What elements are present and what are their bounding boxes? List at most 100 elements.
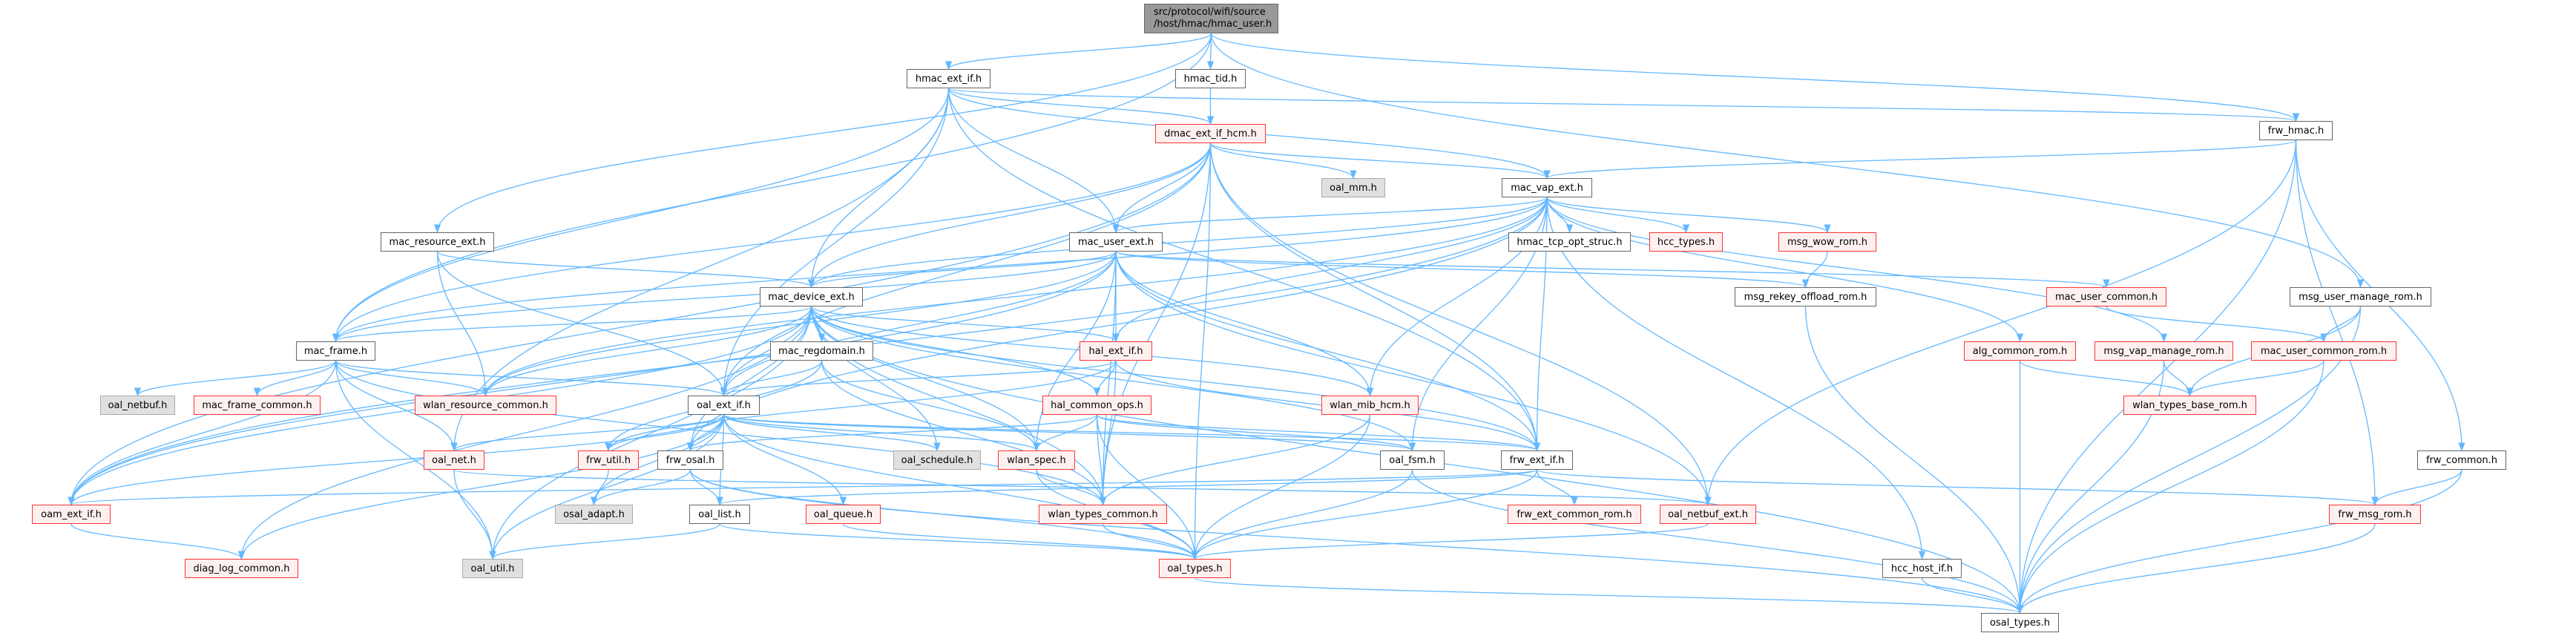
- include-edge-frw-ext-if-to-frw-ext-common-rom: [1536, 469, 1578, 506]
- include-edge-wlan-spec-to-wlan-types-common: [1036, 469, 1107, 506]
- file-node-mac-user-common[interactable]: mac_user_common.h: [2046, 287, 2166, 306]
- file-node-mac-vap-ext[interactable]: mac_vap_ext.h: [1502, 178, 1592, 197]
- include-edge-frw-osal-to-oal-list: [689, 469, 723, 506]
- include-edge-mac-resource-ext-to-wlan-resource-common: [436, 251, 490, 397]
- file-node-hal-ext-if[interactable]: hal_ext_if.h: [1080, 341, 1152, 361]
- file-node-msg-user-manage-rom[interactable]: msg_user_manage_rom.h: [2290, 287, 2431, 306]
- include-edge-dmac-ext-if-hcm-to-oal-types: [1191, 142, 1212, 560]
- include-edge-oal-types-to-osal-types: [1194, 577, 2023, 614]
- include-edge-oal-ext-if-to-diag-log-common: [237, 414, 725, 560]
- file-node-oam-ext-if[interactable]: oam_ext_if.h: [32, 505, 111, 524]
- file-node-oal-list[interactable]: oal_list.h: [689, 505, 750, 524]
- include-edge-root-to-mac-frame: [332, 33, 1212, 343]
- file-node-wlan-spec[interactable]: wlan_spec.h: [998, 450, 1075, 470]
- include-edge-oal-fsm-to-osal-types: [1411, 469, 2024, 614]
- file-node-mac-frame-common[interactable]: mac_frame_common.h: [194, 396, 321, 415]
- include-edge-mac-vap-ext-to-alg-common-rom: [1546, 197, 2024, 343]
- file-node-msg-wow-rom[interactable]: msg_wow_rom.h: [1778, 232, 1876, 252]
- include-edge-mac-vap-ext-to-hcc-types: [1546, 197, 1690, 234]
- file-node-mac-user-common-rom[interactable]: mac_user_common_rom.h: [2251, 341, 2396, 361]
- file-node-msg-rekey-offload-rom[interactable]: msg_rekey_offload_rom.h: [1735, 287, 1876, 306]
- include-edge-mac-frame-to-oal-net: [335, 360, 458, 452]
- include-edge-mac-user-ext-to-frw-ext-if: [1115, 251, 1541, 452]
- include-edge-mac-vap-ext-to-mac-frame: [332, 197, 1548, 343]
- file-node-frw-ext-if[interactable]: frw_ext_if.h: [1501, 450, 1573, 470]
- file-node-frw-msg-rom[interactable]: frw_msg_rom.h: [2329, 505, 2421, 524]
- file-node-osal-adapt[interactable]: osal_adapt.h: [555, 505, 633, 524]
- include-edge-dmac-ext-if-hcm-to-mac-frame: [332, 142, 1212, 343]
- include-edge-hal-ext-if-to-hal-common-ops: [1093, 360, 1117, 397]
- file-node-hcc-host-if[interactable]: hcc_host_if.h: [1882, 559, 1962, 578]
- root-file-path-line1: src/protocol/wifi/source: [1154, 7, 1266, 18]
- file-node-mac-frame[interactable]: mac_frame.h: [296, 341, 375, 361]
- include-edge-frw-ext-if-to-frw-msg-rom: [1536, 469, 2379, 506]
- include-edge-frw-common-to-frw-msg-rom: [2371, 469, 2462, 506]
- include-edge-alg-common-rom-to-wlan-types-base-rom: [2019, 360, 2194, 397]
- file-node-frw-ext-common-rom[interactable]: frw_ext_common_rom.h: [1508, 505, 1641, 524]
- file-node-mac-device-ext[interactable]: mac_device_ext.h: [760, 287, 863, 306]
- file-node-diag-log-common[interactable]: diag_log_common.h: [185, 559, 298, 578]
- include-edge-oal-list-to-oal-types: [719, 523, 1198, 560]
- file-node-mac-user-ext[interactable]: mac_user_ext.h: [1069, 232, 1163, 252]
- include-edge-hmac-ext-if-to-oal-ext-if: [720, 88, 950, 397]
- file-node-oal-netbuf-ext[interactable]: oal_netbuf_ext.h: [1660, 505, 1756, 524]
- file-node-wlan-types-common[interactable]: wlan_types_common.h: [1039, 505, 1167, 524]
- include-edge-frw-ext-if-to-oal-list: [716, 469, 1538, 506]
- file-node-mac-resource-ext[interactable]: mac_resource_ext.h: [381, 232, 494, 252]
- file-node-frw-hmac[interactable]: frw_hmac.h: [2259, 121, 2333, 140]
- include-edge-hal-common-ops-to-wlan-types-common: [1096, 414, 1107, 506]
- include-edge-wlan-types-common-to-oal-types: [1102, 523, 1199, 560]
- include-edge-oal-ext-if-to-oal-fsm: [723, 414, 1416, 452]
- include-edge-msg-rekey-offload-rom-to-osal-types: [1804, 306, 2024, 614]
- file-node-oal-fsm[interactable]: oal_fsm.h: [1380, 450, 1445, 470]
- root-file-path-line2: /host/hmac/hmac_user.h: [1154, 19, 1272, 30]
- include-edge-mac-user-common-rom-to-wlan-types-base-rom: [2186, 360, 2324, 397]
- include-edge-oal-queue-to-oal-types: [842, 523, 1198, 560]
- include-edge-hmac-ext-if-to-frw-hmac: [947, 88, 2299, 122]
- file-node-frw-util[interactable]: frw_util.h: [578, 450, 639, 470]
- include-edge-msg-wow-rom-to-msg-rekey-offload-rom: [1801, 251, 1828, 289]
- include-edge-hal-ext-if-to-oal-ext-if: [720, 360, 1117, 397]
- file-node-hcc-types[interactable]: hcc_types.h: [1649, 232, 1723, 252]
- file-node-msg-vap-manage-rom[interactable]: msg_vap_manage_rom.h: [2094, 341, 2233, 361]
- file-node-hmac-tid[interactable]: hmac_tid.h: [1175, 69, 1246, 88]
- include-edge-oal-ext-if-to-frw-util: [605, 414, 725, 452]
- include-edge-mac-resource-ext-to-mac-device-ext: [436, 251, 815, 289]
- file-node-oal-net[interactable]: oal_net.h: [424, 450, 484, 470]
- file-node-alg-common-rom[interactable]: alg_common_rom.h: [1964, 341, 2076, 361]
- file-node-wlan-types-base-rom[interactable]: wlan_types_base_rom.h: [2123, 396, 2256, 415]
- file-node-frw-common[interactable]: frw_common.h: [2417, 450, 2506, 470]
- root-file-node[interactable]: src/protocol/wifi/source /host/hmac/hmac…: [1144, 4, 1278, 33]
- include-edge-mac-device-ext-to-frw-ext-if: [810, 306, 1541, 452]
- include-edge-dmac-ext-if-hcm-to-wlan-types-common: [1099, 142, 1212, 506]
- include-edge-mac-user-ext-to-oam-ext-if: [68, 251, 1117, 506]
- file-node-wlan-resource-common[interactable]: wlan_resource_common.h: [415, 396, 556, 415]
- file-node-oal-schedule[interactable]: oal_schedule.h: [893, 450, 981, 470]
- file-node-frw-osal[interactable]: frw_osal.h: [657, 450, 723, 470]
- include-edge-mac-user-ext-to-wlan-mib-hcm: [1115, 251, 1374, 397]
- file-node-oal-queue[interactable]: oal_queue.h: [806, 505, 881, 524]
- file-node-oal-types[interactable]: oal_types.h: [1159, 559, 1231, 578]
- include-edge-hal-common-ops-to-frw-osal: [687, 414, 1098, 452]
- include-edge-mac-user-ext-to-mac-frame: [332, 251, 1117, 343]
- file-node-hmac-ext-if[interactable]: hmac_ext_if.h: [907, 69, 990, 88]
- file-node-mac-regdomain[interactable]: mac_regdomain.h: [770, 341, 873, 361]
- include-edge-frw-msg-rom-to-osal-types: [2016, 523, 2376, 614]
- file-node-oal-mm[interactable]: oal_mm.h: [1321, 178, 1385, 197]
- file-node-oal-util[interactable]: oal_util.h: [462, 559, 523, 578]
- include-edge-oal-ext-if-to-wlan-spec: [723, 414, 1040, 452]
- include-edge-frw-hmac-to-frw-msg-rom: [2295, 140, 2379, 506]
- include-edge-frw-osal-to-osal-types: [689, 469, 2023, 614]
- file-node-wlan-mib-hcm[interactable]: wlan_mib_hcm.h: [1321, 396, 1419, 415]
- include-edge-mac-frame-to-oal-util: [335, 360, 496, 560]
- file-node-oal-netbuf[interactable]: oal_netbuf.h: [100, 396, 175, 415]
- include-edge-root-to-frw-hmac: [1210, 33, 2299, 122]
- include-edge-mac-user-ext-to-mac-device-ext: [808, 251, 1117, 289]
- file-node-oal-ext-if[interactable]: oal_ext_if.h: [688, 396, 760, 415]
- file-node-hal-common-ops[interactable]: hal_common_ops.h: [1042, 396, 1151, 415]
- file-node-dmac-ext-if-hcm[interactable]: dmac_ext_if_hcm.h: [1155, 124, 1266, 143]
- file-node-hmac-tcp-opt-struc[interactable]: hmac_tcp_opt_struc.h: [1508, 232, 1631, 252]
- file-node-osal-types[interactable]: osal_types.h: [1981, 613, 2059, 632]
- include-edge-oal-net-to-oal-netbuf-ext: [453, 469, 1711, 506]
- include-edge-frw-ext-if-to-oam-ext-if: [68, 469, 1538, 506]
